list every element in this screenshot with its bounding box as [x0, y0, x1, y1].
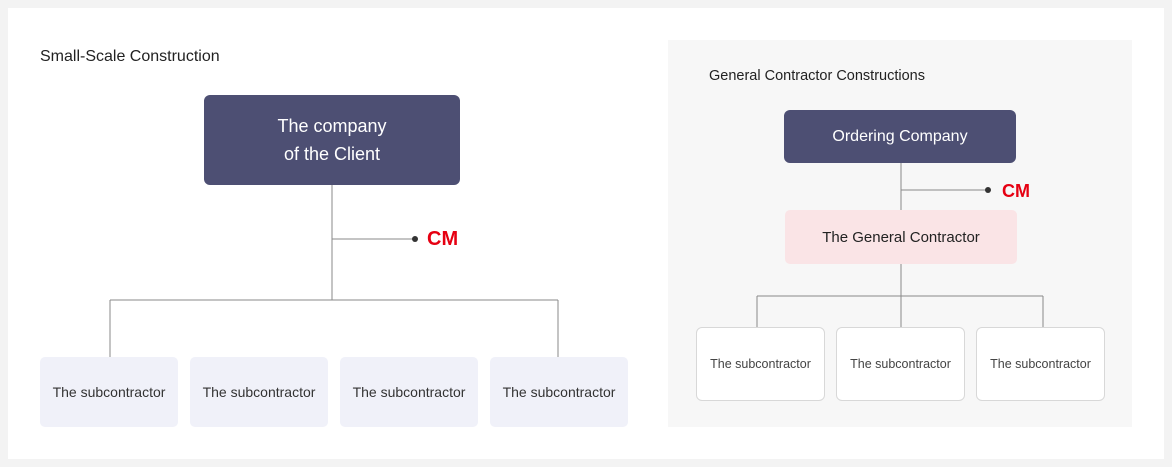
client-company-line-2: of the Client [283, 144, 381, 164]
small-scale-title: Small-Scale Construction [40, 48, 220, 65]
right-subcontractor-box: The subcontractor [696, 327, 825, 401]
general-contractor-title: General Contractor Constructions [709, 68, 925, 84]
ordering-company-box: Ordering Company [784, 110, 1016, 163]
left-cm-label: CM [427, 228, 459, 250]
general-contractor-box: The General Contractor [785, 210, 1017, 264]
left-cm-dot [412, 236, 418, 242]
left-subcontractor-box: The subcontractor [190, 357, 328, 427]
left-subcontractor-box: The subcontractor [490, 357, 628, 427]
client-company-box: The company of the Client [204, 95, 460, 185]
right-cm-dot [985, 187, 991, 193]
client-company-line-1: The company [277, 116, 387, 136]
left-subcontractor-box: The subcontractor [340, 357, 478, 427]
right-subcontractor-box: The subcontractor [976, 327, 1105, 401]
right-subcontractor-box: The subcontractor [836, 327, 965, 401]
left-subcontractor-box: The subcontractor [40, 357, 178, 427]
right-cm-label: CM [1002, 181, 1030, 201]
